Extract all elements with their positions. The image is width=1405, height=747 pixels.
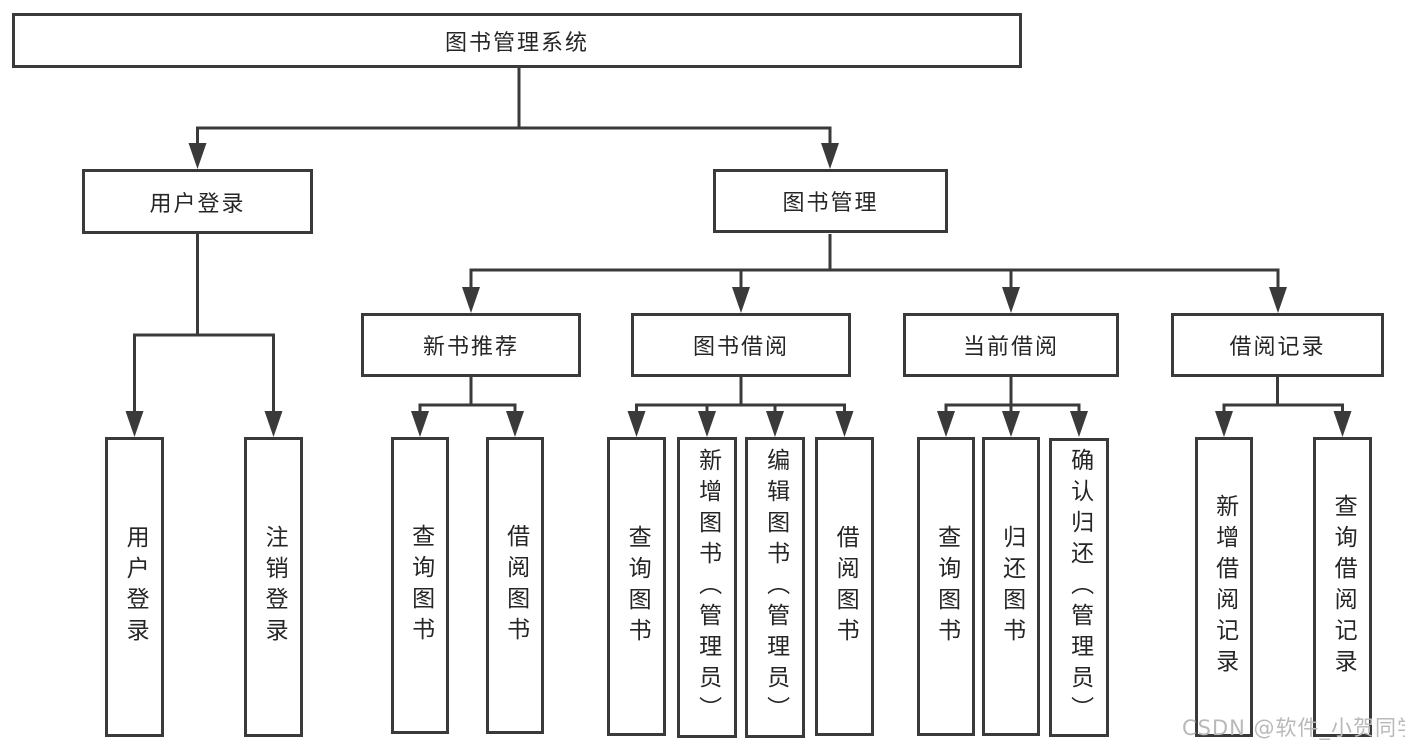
node-current-borrowing: 当前借阅: [903, 313, 1119, 377]
node-library-management-system: 图书管理系统: [12, 13, 1022, 68]
leaf-cb-query-books: 查询图书: [917, 437, 975, 736]
leaf-bb-borrow-books: 借阅图书: [815, 437, 874, 736]
leaf-bb-add-books-admin: 新增图书（管理员）: [677, 437, 737, 738]
arrowhead-icon: [627, 411, 646, 437]
leaf-logout: 注销登录: [244, 437, 303, 737]
arrowhead-icon: [1002, 411, 1020, 437]
leaf-br-add-record: 新增借阅记录: [1195, 437, 1253, 737]
arrowhead-icon: [1269, 287, 1287, 313]
leaf-user-login: 用户登录: [105, 437, 164, 737]
arrowhead-icon: [462, 287, 480, 313]
leaf-nb-query-books: 查询图书: [391, 437, 449, 734]
leaf-cb-confirm-return-admin: 确认归还（管理员）: [1049, 438, 1109, 737]
arrowhead-icon: [125, 411, 144, 437]
node-borrowing-records: 借阅记录: [1171, 313, 1384, 377]
arrowhead-icon: [1333, 411, 1352, 437]
leaf-br-query-record: 查询借阅记录: [1313, 437, 1372, 737]
node-book-management: 图书管理: [713, 169, 948, 233]
arrowhead-icon: [1070, 411, 1088, 437]
leaf-bb-edit-books-admin: 编辑图书（管理员）: [745, 437, 805, 738]
node-book-borrowing: 图书借阅: [631, 313, 851, 377]
arrowhead-icon: [766, 411, 784, 437]
leaf-bb-query-books: 查询图书: [607, 437, 666, 736]
arrowhead-icon: [1002, 287, 1020, 313]
arrowhead-icon: [264, 411, 283, 437]
node-new-book-recommend: 新书推荐: [361, 313, 581, 377]
arrowhead-icon: [937, 411, 955, 437]
arrowhead-icon: [1215, 411, 1233, 437]
leaf-nb-borrow-books: 借阅图书: [486, 437, 544, 734]
arrowhead-icon: [411, 411, 429, 437]
csdn-watermark: CSDN @软件_小贺同学: [1182, 716, 1405, 740]
node-user-login-group: 用户登录: [82, 169, 313, 234]
arrowhead-icon: [506, 411, 524, 437]
arrowhead-icon: [698, 411, 716, 437]
arrowhead-icon: [732, 287, 750, 313]
leaf-cb-return-books: 归还图书: [982, 437, 1040, 736]
arrowhead-icon: [188, 143, 207, 169]
arrowhead-icon: [835, 411, 854, 437]
arrowhead-icon: [821, 143, 839, 169]
